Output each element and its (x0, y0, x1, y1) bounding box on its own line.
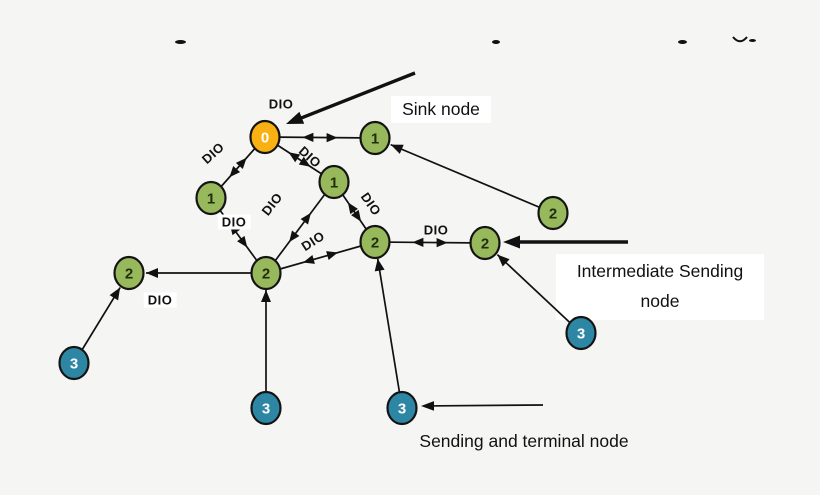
node-rank-label: 2 (125, 266, 133, 283)
graph-node-intermediate (469, 225, 501, 261)
graph-node-terminal (250, 390, 282, 426)
graph-node-terminal (386, 390, 418, 426)
intermediate-sending-node-label: Intermediate Sending node (556, 254, 764, 320)
node-rank-label: 2 (481, 236, 489, 253)
edge-arrowhead (109, 287, 121, 301)
edge-arrowhead (351, 209, 362, 222)
edge-arrowhead (326, 133, 338, 143)
node-rank-label: 3 (70, 356, 78, 373)
graph-node-intermediate (195, 180, 227, 216)
edge-arrowhead (300, 212, 311, 225)
sink-node-label: Sink node (391, 96, 491, 123)
node-rank-label: 3 (577, 326, 585, 343)
edge-arrowhead (237, 235, 248, 248)
edge-arrowhead (347, 202, 358, 215)
cropped-text-fragment (749, 39, 756, 42)
edge-arrowhead (326, 251, 338, 260)
edge-line (265, 181, 335, 274)
graph-node-intermediate (537, 195, 569, 231)
graph-node-intermediate (318, 164, 350, 200)
graph-node-intermediate (359, 120, 391, 156)
node-rank-label: 2 (262, 266, 270, 283)
edge-line (374, 241, 486, 244)
edge-arrowhead (229, 223, 240, 236)
edge-arrowhead (229, 166, 241, 178)
edge-arrowhead (298, 156, 311, 167)
edge-arrowhead (302, 132, 314, 142)
edge-arrowhead (390, 144, 404, 154)
pointer-arrow-line (290, 71, 416, 124)
node-rank-label: 1 (371, 131, 379, 148)
edge-arrowhead (146, 268, 158, 278)
edge-arrowhead (497, 254, 510, 267)
cropped-text-fragment (678, 40, 687, 44)
edge-arrowhead (303, 255, 315, 264)
graph-node-sink (249, 119, 281, 155)
intermediate-label-line2: node (640, 291, 680, 311)
pointer-arrowhead (503, 235, 520, 249)
edge-line (390, 143, 554, 214)
sending-terminal-node-label: Sending and terminal node (419, 431, 629, 451)
graph-node-terminal (565, 315, 597, 351)
edge-arrowhead (288, 152, 301, 163)
pointer-arrowhead (421, 401, 434, 411)
edge-arrowhead (436, 238, 448, 248)
edge-arrowhead (289, 230, 300, 243)
node-rank-label: 3 (398, 401, 406, 418)
edge-line (376, 258, 403, 409)
graph-node-intermediate (113, 255, 145, 291)
cropped-text-fragment (175, 40, 186, 44)
cropped-text-fragment (732, 36, 748, 43)
cropped-text-fragment (492, 40, 500, 44)
graph-node-intermediate (250, 255, 282, 291)
node-rank-label: 2 (371, 235, 379, 252)
edge-arrowhead (235, 157, 247, 169)
edge-line (264, 136, 376, 139)
edge-arrowhead (412, 237, 424, 247)
node-rank-label: 3 (262, 401, 270, 418)
graph-node-terminal (58, 345, 90, 381)
node-rank-label: 0 (261, 130, 269, 147)
pointer-arrowhead (286, 111, 305, 124)
intermediate-label-line1: Intermediate Sending (576, 261, 744, 281)
graph-node-intermediate (359, 224, 391, 260)
edge-line (496, 254, 582, 334)
node-rank-label: 1 (330, 175, 338, 192)
edge-arrowhead (374, 258, 385, 272)
node-rank-label: 2 (549, 206, 557, 223)
node-rank-label: 1 (207, 191, 215, 208)
pointer-arrow-line (426, 404, 544, 407)
edge-arrowhead (261, 290, 271, 302)
edge-line (265, 241, 376, 274)
